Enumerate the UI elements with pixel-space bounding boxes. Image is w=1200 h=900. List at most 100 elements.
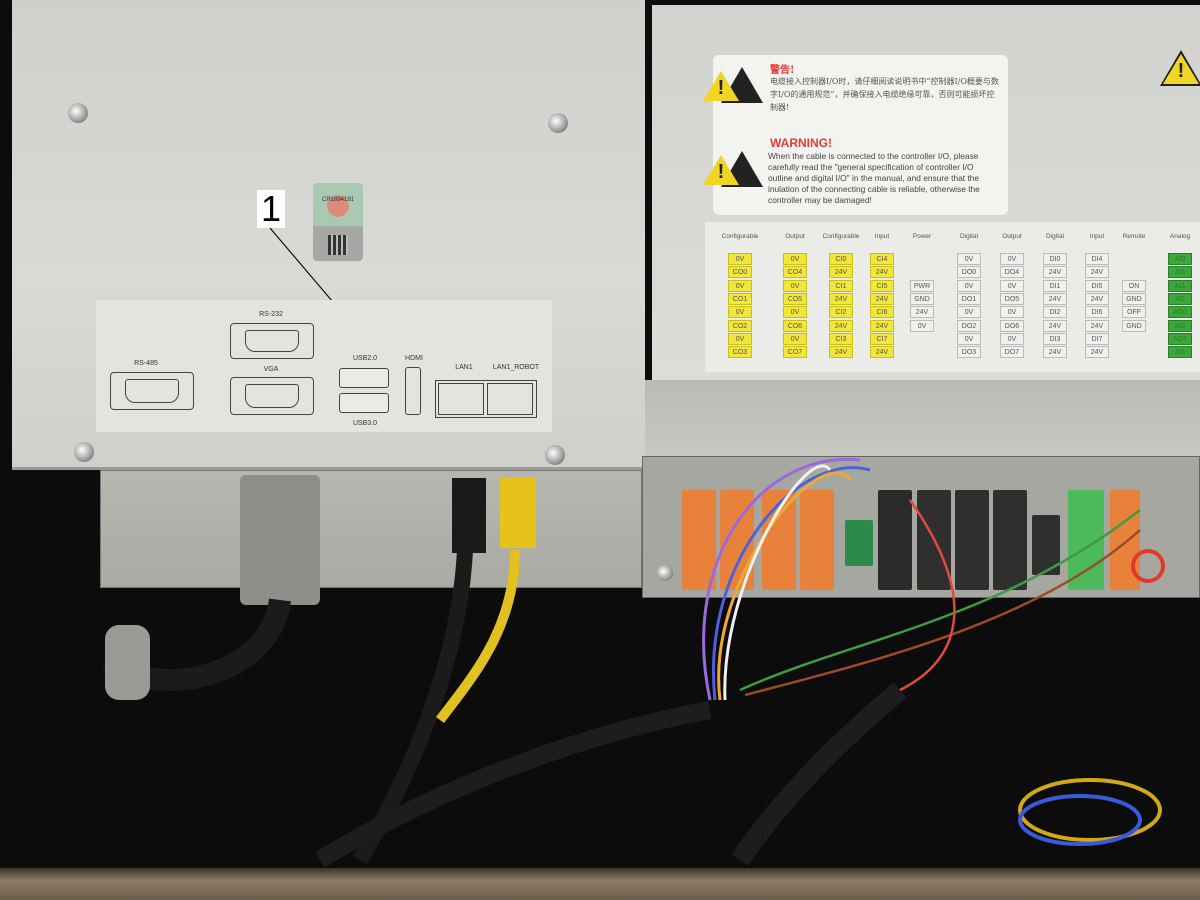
io-column-header: Output — [785, 233, 805, 240]
controller-port-housing — [100, 470, 642, 588]
io-terminal-cell: DO0 — [957, 266, 981, 279]
io-terminal-cell: 0V — [1000, 279, 1024, 292]
io-terminal-cell: AG — [1168, 266, 1192, 279]
io-terminal-cell: 24V — [829, 319, 853, 332]
io-terminal-cell: CO2 — [728, 319, 752, 332]
io-terminal-cell: 24V — [829, 292, 853, 305]
io-terminal-cell: CI2 — [829, 306, 853, 319]
screw — [545, 445, 565, 465]
terminal-block-orange — [762, 490, 796, 590]
io-terminal-cell: 24V — [829, 346, 853, 359]
db-connector — [240, 475, 320, 605]
io-terminal-cell: ON — [1122, 279, 1146, 292]
io-column-header: Input — [874, 233, 890, 240]
io-terminal-cell: 0V — [783, 332, 807, 345]
qr-code — [328, 235, 348, 255]
sticker-serial: CR1894191 — [321, 197, 355, 203]
port-label-plate: RS-485 RS-232 VGA USB2.0 USB3.0 HDMI LAN… — [96, 300, 552, 432]
io-terminal-cell: PWR — [910, 279, 934, 292]
io-terminal-cell: AG — [1168, 346, 1192, 359]
lan-ports — [435, 380, 537, 418]
io-terminal-cell: CO3 — [728, 346, 752, 359]
io-terminal-cell: 0V — [910, 319, 934, 332]
io-terminal-cell: DI2 — [1043, 306, 1067, 319]
io-terminal-cell: 24V — [829, 266, 853, 279]
io-terminal-cell: CI6 — [870, 306, 894, 319]
warning-cn-title: 警告! — [770, 65, 795, 76]
io-terminal-cell: DO1 — [957, 292, 981, 305]
warning-icon — [1160, 40, 1200, 95]
ferrite-core — [105, 625, 150, 700]
io-terminal-cell: CO0 — [728, 266, 752, 279]
io-terminal-cell: OFF — [1122, 306, 1146, 319]
io-terminal-cell: GND — [1122, 319, 1146, 332]
io-terminal-cell: 0V — [783, 306, 807, 319]
io-column-header: Input — [1089, 233, 1105, 240]
sticker-dot — [327, 195, 349, 217]
io-terminal-cell: 0V — [957, 306, 981, 319]
vga-label: VGA — [263, 366, 279, 373]
io-terminal-cell: CO6 — [783, 319, 807, 332]
usb2-port — [339, 368, 389, 388]
io-column-header: Digital — [1045, 233, 1065, 240]
io-terminal-cell: CI4 — [870, 253, 894, 265]
io-terminal-cell: CI7 — [870, 332, 894, 345]
io-terminal-cell: 0V — [783, 253, 807, 265]
io-terminal-cell: 24V — [870, 292, 894, 305]
io-terminal-cell: CI0 — [829, 253, 853, 265]
io-panel-lower — [645, 380, 1200, 456]
io-terminal-cell: DO6 — [1000, 319, 1024, 332]
io-terminal-cell: CO1 — [728, 292, 752, 305]
io-terminal-cell: CI3 — [829, 332, 853, 345]
io-terminal-cell: 24V — [1085, 266, 1109, 279]
io-terminal-cell: 24V — [1085, 292, 1109, 305]
io-terminal-cell: DI6 — [1085, 306, 1109, 319]
io-terminal-cell: 0V — [728, 332, 752, 345]
io-terminal-cell: 24V — [1043, 266, 1067, 279]
rs485-port — [110, 372, 194, 410]
io-terminal-cell: 0V — [1000, 253, 1024, 265]
io-terminal-cell: DI7 — [1085, 332, 1109, 345]
io-column-header: Configurable — [822, 233, 860, 240]
io-terminal-cell: DI5 — [1085, 279, 1109, 292]
io-terminal-cell: DI3 — [1043, 332, 1067, 345]
io-terminal-cell: 24V — [1043, 319, 1067, 332]
io-column-header: Remote — [1122, 233, 1146, 240]
hdmi-label: HDMI — [405, 355, 423, 362]
terminal-block-black — [878, 490, 912, 590]
vga-port — [230, 377, 314, 415]
io-terminal-cell: AI1 — [1168, 279, 1192, 292]
io-terminal-cell: DO5 — [1000, 292, 1024, 305]
io-terminal-cell: 0V — [728, 279, 752, 292]
io-terminal-cell: 0V — [783, 279, 807, 292]
io-terminal-cell: 0V — [1000, 306, 1024, 319]
ethernet-cable-yellow — [500, 478, 536, 548]
io-terminal-cell: AO1 — [1168, 332, 1192, 345]
rs232-label: RS-232 — [259, 311, 283, 318]
io-terminal-cell: CI5 — [870, 279, 894, 292]
usb2-label: USB2.0 — [352, 355, 378, 362]
io-terminal-cell: DI1 — [1043, 279, 1067, 292]
io-terminal-cell: DO3 — [957, 346, 981, 359]
terminal-block-orange — [800, 490, 834, 590]
terminal-block-black — [993, 490, 1027, 590]
io-terminal-cell: DO2 — [957, 319, 981, 332]
callout-label: 1 — [257, 190, 285, 228]
io-terminal-cell: 24V — [1043, 292, 1067, 305]
io-terminal-cell: 0V — [957, 253, 981, 265]
hdmi-port — [405, 367, 421, 415]
warning-icon — [721, 67, 763, 103]
io-terminal-cell: AG — [1168, 292, 1192, 305]
io-terminal-cell: CO4 — [783, 266, 807, 279]
io-terminal-cell: 0V — [957, 332, 981, 345]
serial-sticker: CR1894191 — [313, 183, 363, 261]
warning-en-title: WARNING! — [770, 136, 832, 150]
io-terminal-cell: DI0 — [1043, 253, 1067, 265]
screw — [548, 113, 568, 133]
screw — [74, 442, 94, 462]
io-column-header: Analog — [1169, 233, 1191, 240]
io-terminal-cell: 24V — [1043, 346, 1067, 359]
io-terminal-cell: 24V — [1085, 319, 1109, 332]
